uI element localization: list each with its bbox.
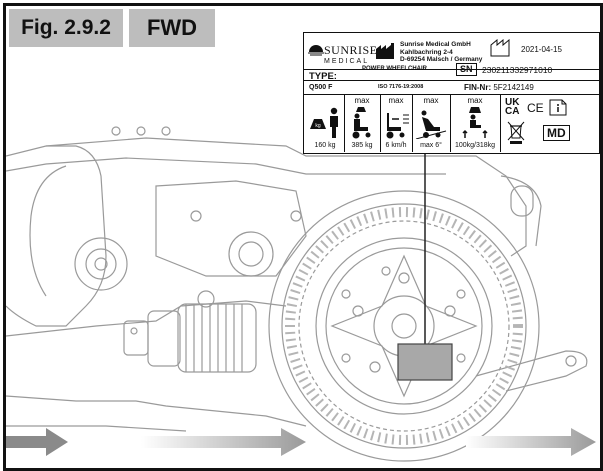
ce-mark: CE	[527, 101, 544, 115]
weee-disposal-icon	[507, 121, 525, 144]
spec-value: max 6°	[420, 142, 442, 149]
brand-subname: MEDICAL	[324, 58, 370, 65]
svg-text:kg: kg	[315, 123, 321, 129]
spec-max-label: max	[467, 96, 483, 105]
manufacturer-line: D-69254 Malsch / Germany	[400, 56, 483, 63]
date-of-manufacture-icon	[490, 39, 510, 57]
model-name: Q500 F	[309, 84, 333, 91]
spec-transit-weight: max 100kg/318kg	[450, 96, 500, 151]
fin-field: FIN-Nr: 5F2142149	[464, 83, 534, 92]
type-label: TYPE:	[309, 71, 337, 82]
divider	[344, 94, 345, 152]
user-weight-icon: kg	[310, 107, 338, 138]
divider	[412, 94, 413, 152]
spec-user-weight: kg 160 kg	[306, 96, 344, 151]
manufacturer-line: Kahlbachring 2-4	[400, 48, 453, 56]
figure-frame: Fig. 2.9.2 FWD SUNRISE MEDICAL Sunrise M…	[3, 3, 603, 471]
spec-speed: max 6 km/h	[380, 96, 412, 151]
fin-label: FIN-Nr:	[464, 83, 492, 92]
manufacturer-address: Sunrise Medical GmbH Kahlbachring 2-4 D-…	[400, 41, 482, 64]
figure-number: Fig. 2.9.2	[9, 9, 123, 47]
manufacturer-icon	[376, 43, 394, 59]
spec-value: 385 kg	[351, 142, 373, 149]
ukca-mark-line: UK	[505, 97, 520, 108]
divider	[500, 94, 501, 152]
divider	[304, 80, 599, 81]
spec-slope: max max 6°	[412, 96, 450, 151]
slope-icon	[415, 110, 447, 139]
direction-tag: FWD	[129, 9, 215, 47]
total-weight-icon	[352, 107, 371, 139]
transit-weight-icon	[462, 107, 488, 138]
manufacture-date: 2021-04-15	[521, 45, 562, 54]
spec-max-label: max	[388, 96, 404, 105]
sunrise-logo-icon	[308, 45, 324, 56]
serial-number: 230211332971010	[482, 65, 553, 75]
spec-total-weight: max 385 kg	[344, 96, 380, 151]
spec-max-label: max	[354, 96, 370, 105]
divider	[304, 69, 599, 70]
medical-device-mark: MD	[543, 125, 570, 141]
speed-icon	[386, 113, 409, 139]
rating-label: SUNRISE MEDICAL Sunrise Medical GmbH Kah…	[303, 32, 600, 154]
divider	[380, 94, 381, 152]
wheelchair-base-drawing	[6, 126, 596, 462]
spec-value: 6 km/h	[385, 142, 407, 149]
spec-value: 100kg/318kg	[454, 142, 496, 149]
divider	[450, 94, 451, 152]
iso-standard: ISO 7176-19:2008	[378, 84, 424, 90]
spec-value: 160 kg	[314, 142, 336, 149]
fin-number: 5F2142149	[493, 83, 534, 92]
ukca-mark: UK CA	[505, 97, 520, 117]
sn-label: SN	[456, 63, 477, 76]
spec-max-label: max	[423, 96, 439, 105]
ukca-mark-line: CA	[505, 106, 520, 117]
product-name: POWER WHEELCHAIR	[362, 66, 427, 72]
conformity-marks: UK CA CE MD	[501, 96, 593, 151]
divider	[304, 94, 599, 95]
label-header: SUNRISE MEDICAL Sunrise Medical GmbH Kah…	[308, 37, 593, 68]
instructions-for-use-icon	[549, 99, 567, 116]
manufacturer-line: Sunrise Medical GmbH	[400, 41, 471, 48]
brand-name: SUNRISE	[324, 43, 378, 57]
